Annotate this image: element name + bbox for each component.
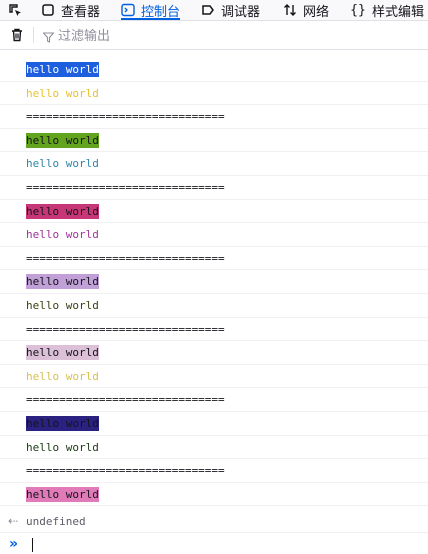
result-value: undefined — [26, 515, 86, 528]
console-message-text: ============================== — [26, 464, 225, 478]
console-message-text: hello world — [26, 369, 99, 383]
console-message-text: hello world — [26, 345, 99, 361]
console-message-row: hello world — [0, 483, 428, 507]
devtools-tabbar: 查看器 控制台 调试器 网络 {} 样式编辑 — [0, 0, 428, 21]
console-message-text: hello world — [26, 415, 99, 431]
trash-icon[interactable] — [9, 27, 25, 43]
console-message-row: hello world — [0, 82, 428, 106]
console-message-row: hello world — [0, 200, 428, 224]
element-picker-icon — [8, 3, 22, 17]
console-message-row: hello world — [0, 412, 428, 436]
console-input[interactable]: » — [0, 534, 428, 554]
console-toolbar — [0, 21, 428, 50]
console-output: hello world hello world ==================… — [0, 58, 428, 507]
console-message-text: ============================== — [26, 251, 225, 265]
tab-console[interactable]: 控制台 — [121, 0, 181, 20]
console-message-row: ============================== — [0, 318, 428, 342]
console-message-text: hello world — [26, 486, 99, 502]
console-message-row: ============================== — [0, 459, 428, 483]
console-message-row: ============================== — [0, 176, 428, 200]
toolbar-divider — [33, 27, 34, 43]
text-caret — [32, 538, 33, 552]
console-message-text: hello world — [26, 274, 99, 290]
tab-element-picker[interactable] — [8, 0, 22, 20]
console-message-row: ============================== — [0, 105, 428, 129]
tab-label: 调试器 — [221, 3, 261, 19]
console-message-row: hello world — [0, 58, 428, 82]
console-message-row: hello world — [0, 341, 428, 365]
console-icon — [121, 3, 135, 17]
network-icon — [283, 3, 297, 17]
tab-label: 样式编辑 — [372, 3, 425, 19]
style-editor-icon: {} — [350, 2, 366, 18]
console-message-row: hello world — [0, 152, 428, 176]
console-message-text: hello world — [26, 203, 99, 219]
tab-style-editor[interactable]: {} 样式编辑 — [350, 0, 424, 20]
filter-input[interactable] — [40, 25, 428, 45]
console-message-text: ============================== — [26, 393, 225, 407]
console-message-text: ============================== — [26, 110, 225, 124]
console-message-row: hello world — [0, 223, 428, 247]
inspector-icon — [41, 3, 55, 17]
tab-inspector[interactable]: 查看器 — [41, 0, 100, 20]
console-message-row: hello world — [0, 270, 428, 294]
console-message-row: ============================== — [0, 247, 428, 271]
console-message-row: hello world — [0, 129, 428, 153]
chevron-double-right-icon: » — [9, 536, 19, 552]
tab-debugger[interactable]: 调试器 — [201, 0, 260, 20]
console-message-text: ============================== — [26, 180, 225, 194]
console-message-text: hello world — [26, 157, 99, 171]
console-message-row: ============================== — [0, 388, 428, 412]
console-message-text: hello world — [26, 228, 99, 242]
tab-network[interactable]: 网络 — [283, 0, 329, 20]
console-message-row: hello world — [0, 436, 428, 460]
tab-label: 控制台 — [141, 3, 181, 19]
console-message-text: hello world — [26, 440, 99, 454]
console-message-text: hello world — [26, 132, 99, 148]
console-message-row: hello world — [0, 294, 428, 318]
console-message-row: hello world — [0, 365, 428, 389]
console-message-text: ============================== — [26, 322, 225, 336]
debugger-icon — [201, 3, 215, 17]
console-message-text: hello world — [26, 86, 99, 100]
tab-label: 查看器 — [61, 3, 101, 19]
console-message-text: hello world — [26, 62, 99, 77]
console-message-text: hello world — [26, 298, 99, 312]
result-arrow-icon: ⇠ — [8, 514, 19, 528]
tab-label: 网络 — [303, 3, 330, 19]
result-row: ⇠ undefined — [0, 510, 428, 533]
